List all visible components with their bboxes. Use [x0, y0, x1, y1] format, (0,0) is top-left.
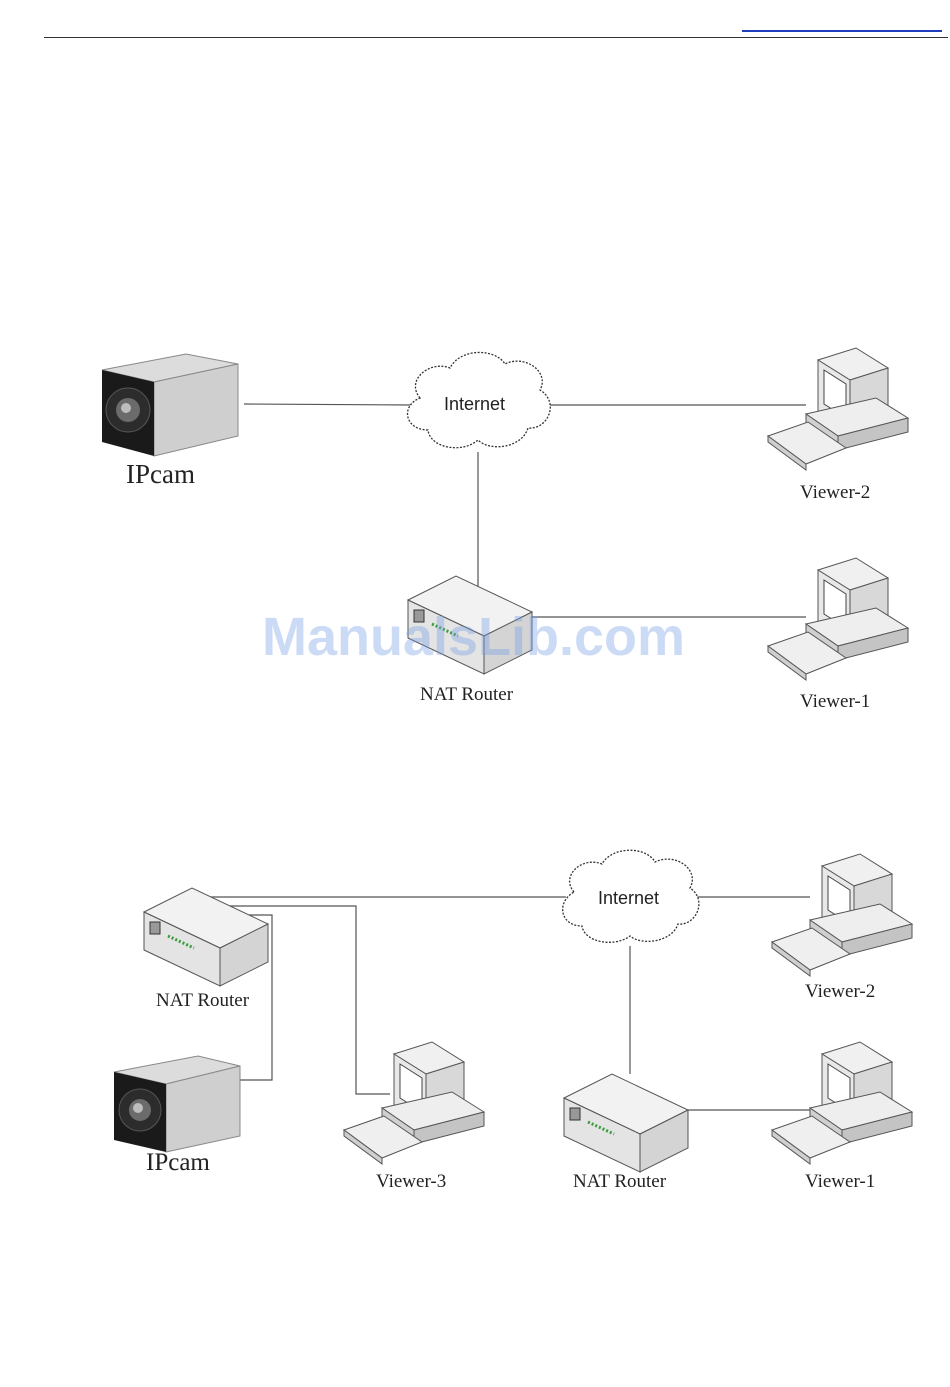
- nat-router-right-label: NAT Router: [573, 1171, 667, 1192]
- nat-router-left-label: NAT Router: [156, 990, 250, 1011]
- nat-router-right-icon: [564, 1074, 688, 1172]
- viewer-2-computer-icon: [772, 854, 912, 976]
- viewer-1-label: Viewer-1: [805, 1171, 875, 1192]
- ipcam-label: IPcam: [146, 1149, 210, 1176]
- viewer-2-label: Viewer-2: [800, 482, 870, 503]
- ipcam-label: IPcam: [126, 459, 195, 489]
- ipcam-icon: [102, 354, 238, 456]
- internet-label: Internet: [444, 394, 505, 414]
- nat-router-label: NAT Router: [420, 684, 514, 705]
- link-ipcam-internet: [244, 404, 410, 405]
- viewer-2-computer-icon: [768, 348, 908, 470]
- header-rule: [44, 37, 948, 38]
- viewer-1-computer-icon: [772, 1042, 912, 1164]
- ipcam-icon: [114, 1056, 240, 1152]
- nat-router-left-icon: [144, 888, 268, 986]
- network-diagram-2: NAT Router IPcam Internet Viewer-3 NAT R…: [0, 830, 950, 1210]
- viewer-1-label: Viewer-1: [800, 691, 870, 712]
- network-diagram-1: IPcam Internet NAT Router Viewer-2: [0, 320, 950, 730]
- internet-label: Internet: [598, 888, 659, 908]
- viewer-2-label: Viewer-2: [805, 981, 875, 1002]
- header-link-underline[interactable]: [742, 30, 942, 32]
- viewer-3-label: Viewer-3: [376, 1171, 446, 1192]
- watermark: ManualsLib.com: [262, 606, 702, 668]
- viewer-1-computer-icon: [768, 558, 908, 680]
- viewer-3-computer-icon: [344, 1042, 484, 1164]
